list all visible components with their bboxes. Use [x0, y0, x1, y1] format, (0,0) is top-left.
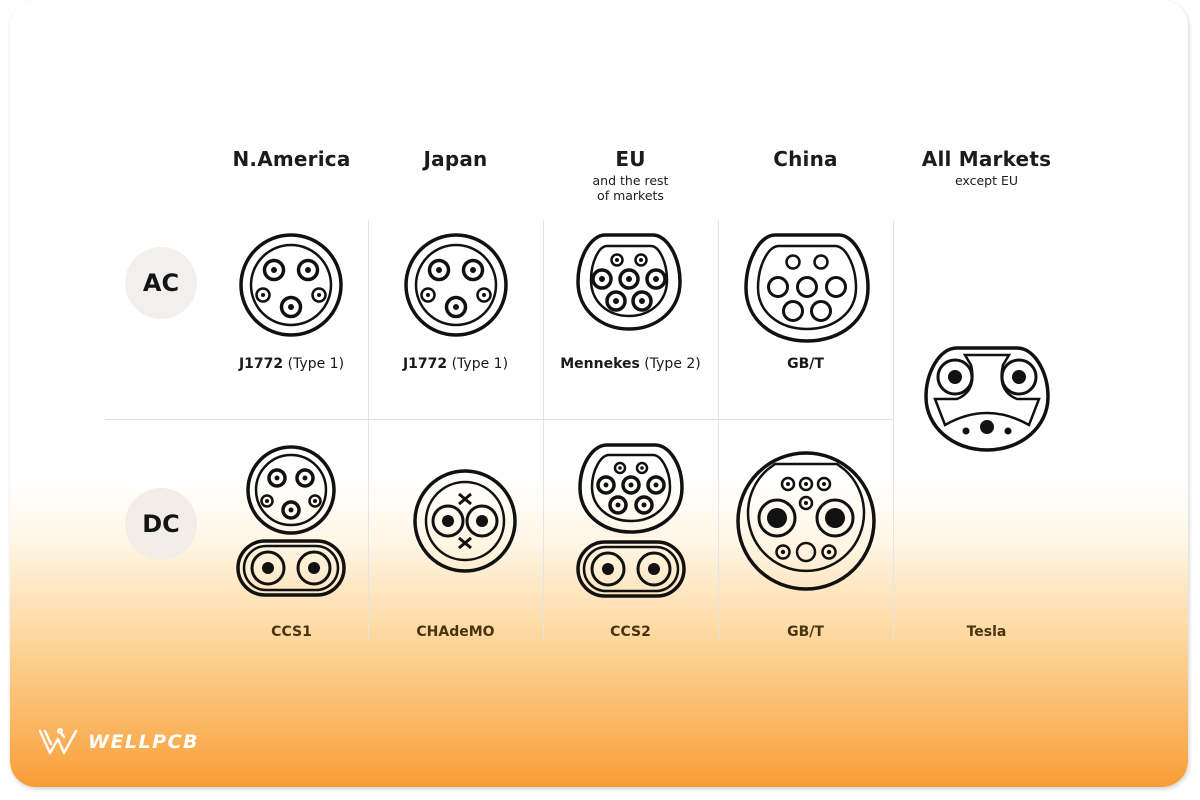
wellpcb-logo: WELLPCB	[38, 727, 199, 757]
wellpcb-logo-icon	[38, 728, 78, 755]
j1772-connector-icon	[404, 233, 508, 337]
column-subtitle: except EU	[954, 173, 1019, 188]
gbt-ac-connector-icon	[744, 233, 870, 343]
j1772-connector-icon	[239, 233, 343, 337]
mennekes-type2-connector-icon	[576, 233, 682, 331]
connector-label-j1772-na: J1772 (Type 1)	[238, 356, 345, 372]
tesla-connector-icon	[924, 346, 1050, 452]
ccs2-connector-icon	[576, 443, 686, 598]
grid-divider	[893, 220, 894, 640]
connector-label-mennekes: Mennekes (Type 2)	[560, 356, 701, 372]
column-title: Japan	[423, 147, 488, 171]
column-header-china: China	[718, 147, 893, 171]
row-divider	[105, 419, 893, 420]
connector-label-ccs2: CCS2	[610, 624, 651, 640]
column-title: China	[773, 147, 838, 171]
gbt-dc-connector-icon	[736, 451, 876, 591]
connector-label-gbt-ac: GB/T	[787, 356, 824, 372]
column-header-eu: EU and the rest of markets	[543, 147, 718, 203]
connector-chart-card: N.America Japan EU and the rest of marke…	[10, 0, 1188, 787]
column-title: N.America	[232, 147, 351, 171]
connector-label-gbt-dc: GB/T	[787, 624, 824, 640]
connector-label-ccs1: CCS1	[271, 624, 312, 640]
row-badge-ac: AC	[125, 247, 197, 319]
column-header-japan: Japan	[368, 147, 543, 171]
row-badge-dc: DC	[125, 488, 197, 560]
grid-divider	[718, 220, 719, 640]
ccs1-connector-icon	[236, 445, 346, 597]
chademo-connector-icon	[413, 469, 517, 573]
column-header-all-markets: All Markets except EU	[899, 147, 1074, 188]
column-title: EU	[615, 147, 646, 171]
connector-label-tesla: Tesla	[966, 624, 1007, 640]
grid-divider	[368, 220, 369, 640]
column-subtitle: and the rest of markets	[592, 173, 669, 203]
column-title: All Markets	[921, 147, 1052, 171]
grid-divider	[543, 220, 544, 640]
connector-label-chademo: CHAdeMO	[416, 624, 495, 640]
brand-name: WELLPCB	[88, 731, 200, 753]
connector-label-j1772-japan: J1772 (Type 1)	[402, 356, 509, 372]
column-header-north-america: N.America	[204, 147, 379, 171]
